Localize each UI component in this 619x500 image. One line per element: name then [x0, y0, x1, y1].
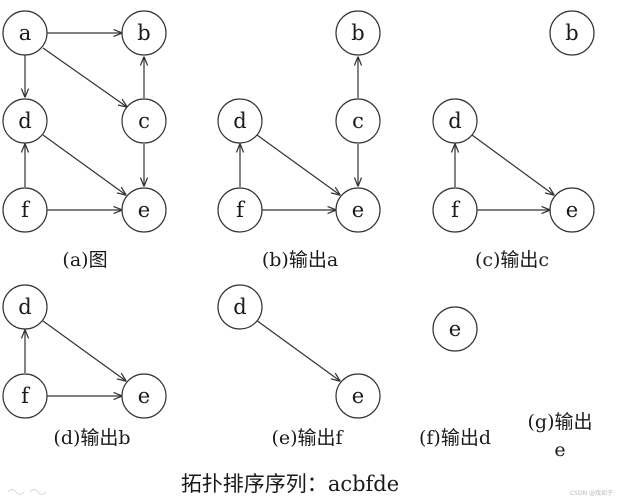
svg-text:d: d	[233, 295, 246, 319]
caption-b: (b)输出a	[262, 249, 338, 271]
sequence-label: 拓扑排序序列：	[181, 472, 328, 496]
svg-text:e: e	[138, 198, 150, 222]
svg-text:b: b	[565, 21, 578, 45]
node-d: d	[432, 98, 478, 144]
svg-text:c: c	[352, 109, 364, 133]
node-f: f	[2, 187, 48, 233]
panel-a: a b c d f e (a)图	[2, 10, 167, 271]
caption-g-line1: (g)输出	[528, 411, 593, 433]
caption-e: (e)输出f	[271, 427, 344, 449]
caption-f: (f)输出d	[419, 427, 491, 449]
watermark: CSDN @戏如子	[570, 489, 613, 497]
node-d: d	[2, 98, 48, 144]
svg-text:d: d	[448, 109, 461, 133]
node-b: b	[335, 10, 381, 56]
svg-text:f: f	[236, 198, 246, 222]
svg-text:f: f	[21, 384, 31, 408]
svg-text:f: f	[21, 198, 31, 222]
svg-text:e: e	[566, 198, 578, 222]
node-c: c	[121, 98, 167, 144]
node-d: d	[217, 284, 263, 330]
svg-text:d: d	[18, 295, 31, 319]
node-e: e	[432, 306, 478, 352]
caption-d: (d)输出b	[53, 427, 130, 449]
node-f: f	[2, 373, 48, 419]
caption-a: (a)图	[62, 249, 107, 271]
node-e: e	[335, 187, 381, 233]
topological-sequence: 拓扑排序序列：acbfde	[181, 472, 399, 496]
node-b: b	[121, 10, 167, 56]
svg-text:f: f	[451, 198, 461, 222]
node-c: c	[335, 98, 381, 144]
edge-d-e	[471, 134, 554, 195]
panel-g: (g)输出 e	[528, 411, 593, 461]
node-e: e	[121, 187, 167, 233]
node-f: f	[432, 187, 478, 233]
svg-text:c: c	[138, 109, 150, 133]
edge-d-e	[42, 320, 126, 381]
svg-text:b: b	[351, 21, 364, 45]
svg-text:e: e	[352, 384, 364, 408]
panel-f: e (f)输出d	[419, 306, 491, 449]
faint-decoration	[7, 489, 47, 495]
edge-d-e	[255, 319, 340, 381]
svg-text:e: e	[352, 198, 364, 222]
node-f: f	[217, 187, 263, 233]
svg-text:e: e	[449, 317, 461, 341]
panel-c: b d f e (c)输出c	[432, 10, 595, 271]
svg-text:d: d	[233, 109, 246, 133]
panel-e: d e (e)输出f	[217, 284, 381, 449]
panel-d: d f e (d)输出b	[2, 284, 167, 449]
node-e: e	[549, 187, 595, 233]
node-b: b	[549, 10, 595, 56]
svg-text:b: b	[137, 21, 150, 45]
node-a: a	[2, 10, 48, 56]
caption-g-line2: e	[554, 439, 565, 461]
caption-c: (c)输出c	[475, 249, 549, 271]
panel-b: b c d f e (b)输出a	[217, 10, 381, 271]
svg-text:a: a	[19, 21, 32, 45]
sequence-value: acbfde	[328, 472, 399, 496]
edge-d-e	[256, 134, 340, 195]
svg-text:e: e	[138, 384, 150, 408]
edge-d-e	[42, 134, 126, 195]
svg-text:d: d	[18, 109, 31, 133]
edge-a-c	[42, 47, 127, 107]
node-e: e	[335, 373, 381, 419]
node-e: e	[121, 373, 167, 419]
node-d: d	[2, 284, 48, 330]
node-d: d	[217, 98, 263, 144]
